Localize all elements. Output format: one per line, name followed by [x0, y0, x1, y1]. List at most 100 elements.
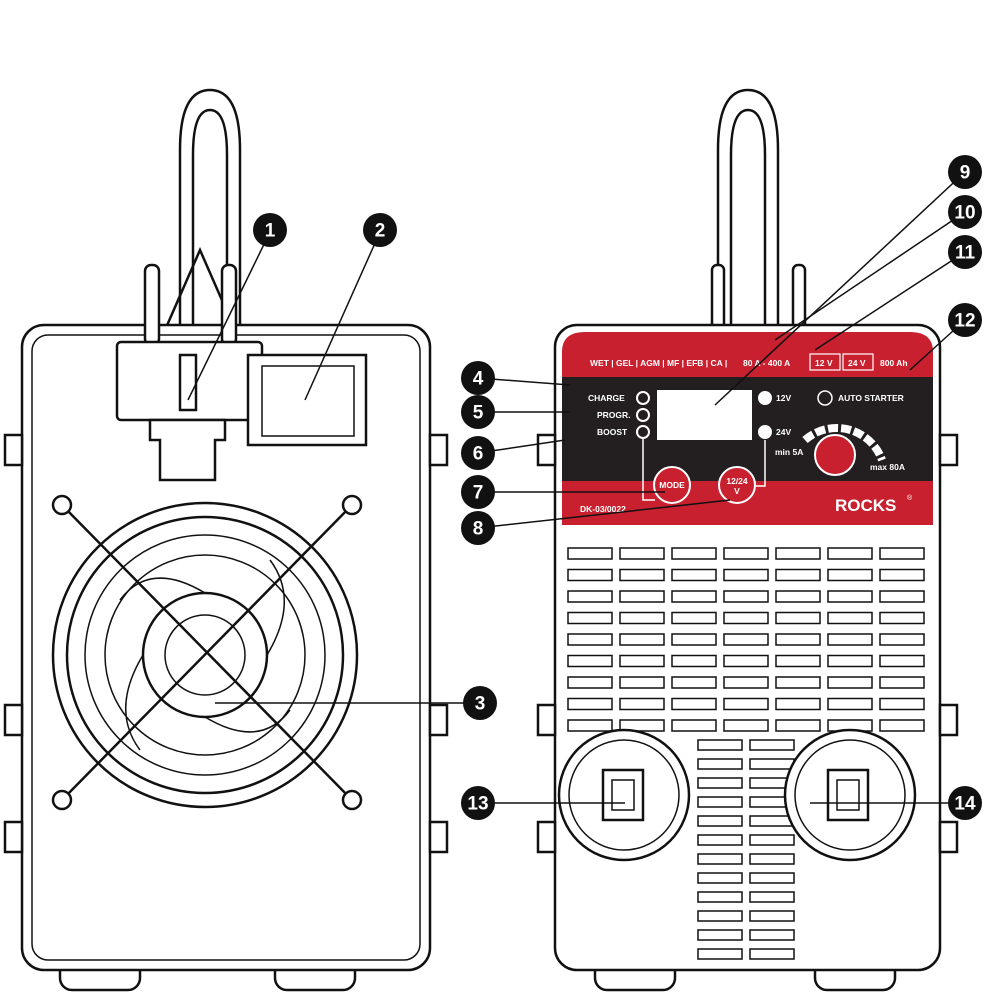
vent-slot: [671, 719, 717, 732]
vent-slot: [879, 697, 925, 711]
vent-slot: [697, 872, 743, 884]
vent-slot: [775, 590, 821, 603]
vent-slot: [567, 547, 613, 560]
vent-slot: [619, 611, 665, 625]
callout-5: 5: [461, 395, 495, 429]
vent-slot: [723, 590, 769, 603]
mode-button-label: MODE: [659, 480, 685, 490]
vent-slot: [879, 654, 925, 668]
vent-slot: [567, 611, 613, 625]
vent-slot: [827, 633, 873, 646]
vent-slot: [567, 719, 613, 732]
rear-view: [3, 88, 449, 992]
cooling-fan: [51, 494, 363, 811]
vent-slot: [671, 654, 717, 668]
vent-slot: [619, 547, 665, 560]
callout-number: 6: [473, 444, 484, 465]
callout-6: 6: [461, 436, 495, 470]
callout-number: 5: [473, 403, 484, 424]
charge-led: [636, 391, 650, 405]
12v-led: [758, 391, 772, 405]
auto-starter-icon: [817, 390, 833, 406]
lcd-display: [657, 390, 752, 440]
callout-number: 1: [265, 221, 276, 242]
vent-slot: [775, 654, 821, 668]
vent-slot: [697, 758, 743, 770]
callout-11: 11: [948, 235, 982, 269]
callout-9: 9: [948, 155, 982, 189]
voltage-select-button[interactable]: 12/24 V: [718, 466, 756, 504]
current-scale: [802, 424, 886, 462]
vent-slot: [567, 697, 613, 711]
brand-logo: ROCKS: [835, 496, 896, 515]
vent-slot: [879, 633, 925, 646]
vent-slot: [723, 633, 769, 646]
front-view: WET | GEL | AGM | MF | EFB | CA | 80 A -…: [536, 88, 959, 992]
battery-types-label: WET | GEL | AGM | MF | EFB | CA |: [590, 358, 727, 368]
vent-slot: [749, 910, 795, 922]
callout-3: 3: [463, 686, 497, 720]
voltage-24-label: 24 V: [848, 358, 866, 368]
vent-slot: [697, 929, 743, 941]
vent-slot: [567, 676, 613, 689]
callout-number: 7: [473, 483, 484, 504]
led-12v-label: 12V: [776, 393, 791, 403]
vent-slot: [775, 568, 821, 582]
vent-slot: [697, 853, 743, 865]
vent-slot: [723, 611, 769, 625]
vent-slot: [671, 568, 717, 582]
vent-slot: [619, 633, 665, 646]
callout-number: 11: [955, 243, 976, 264]
vent-slot: [749, 739, 795, 751]
mode-program-label: PROGR.: [597, 410, 631, 420]
vent-slot: [697, 815, 743, 827]
callout-number: 12: [954, 311, 975, 332]
vent-slot: [671, 590, 717, 603]
vent-slot: [567, 654, 613, 668]
vent-slot: [619, 590, 665, 603]
callout-number: 3: [475, 694, 486, 715]
vent-slot: [723, 697, 769, 711]
vent-slot: [723, 568, 769, 582]
vent-slot: [749, 834, 795, 846]
vent-slot: [775, 611, 821, 625]
24v-led: [758, 425, 772, 439]
vent-slot: [879, 590, 925, 603]
handle: [710, 88, 807, 332]
vent-slot: [619, 568, 665, 582]
callout-1: 1: [253, 213, 287, 247]
vent-slot: [671, 676, 717, 689]
callout-10: 10: [948, 195, 982, 229]
vent-slot: [749, 872, 795, 884]
vent-slot: [775, 676, 821, 689]
vent-slot: [827, 611, 873, 625]
negative-terminal: [557, 728, 691, 862]
side-bolts: [3, 433, 449, 854]
vent-slot: [775, 547, 821, 560]
callout-13: 13: [461, 786, 495, 820]
mode-boost-label: BOOST: [597, 427, 628, 437]
vent-slot: [567, 633, 613, 646]
vent-slot: [827, 568, 873, 582]
voltage-button-label: 12/24: [726, 476, 748, 486]
mode-button[interactable]: MODE: [653, 466, 691, 504]
vent-slot: [697, 948, 743, 960]
callout-number: 8: [473, 519, 484, 540]
vent-slot: [723, 547, 769, 560]
rating-label-window: [246, 353, 368, 447]
vent-slot: [775, 633, 821, 646]
vent-slot: [697, 910, 743, 922]
callout-14: 14: [948, 786, 982, 820]
callout-7: 7: [461, 475, 495, 509]
vent-slot: [749, 929, 795, 941]
vent-slot: [749, 891, 795, 903]
current-knob[interactable]: [814, 434, 856, 476]
vent-slot: [619, 654, 665, 668]
callout-4: 4: [461, 361, 495, 395]
vent-slot: [723, 676, 769, 689]
callout-8: 8: [461, 511, 495, 545]
brand-registered-mark: ®: [907, 494, 913, 502]
callout-12: 12: [948, 303, 982, 337]
